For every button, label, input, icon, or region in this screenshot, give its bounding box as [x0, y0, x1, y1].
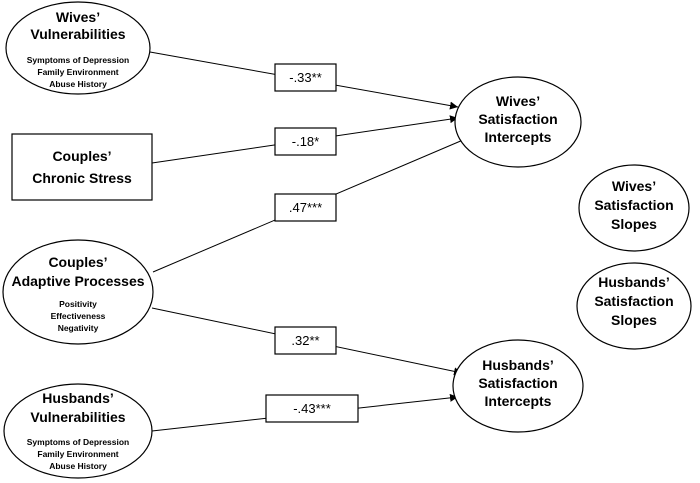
node-title-line: Husbands’ [598, 274, 670, 290]
node-wives-satisfaction-slopes: Wives’ Satisfaction Slopes [578, 164, 690, 252]
node-item: Symptoms of Depression [27, 55, 130, 65]
coef-label: -.33** [289, 70, 322, 85]
node-title-line: Intercepts [485, 129, 552, 145]
node-title-line: Slopes [611, 312, 657, 328]
coef-adaptive-husbands: .32** [274, 326, 337, 355]
coef-wives-vuln: -.33** [274, 63, 337, 92]
coef-label: -.18* [292, 134, 319, 149]
node-couples-chronic-stress: Couples’ Chronic Stress [11, 133, 153, 201]
node-title-line: Couples’ [48, 254, 107, 270]
node-title-line: Intercepts [485, 393, 552, 409]
node-husbands-vulnerabilities: Husbands’ Vulnerabilities Symptoms of De… [3, 383, 153, 479]
node-item: Family Environment [37, 449, 118, 459]
coef-label: .32** [291, 333, 319, 348]
coef-adaptive-wives: .47*** [274, 193, 337, 222]
node-item: Symptoms of Depression [27, 437, 130, 447]
node-title-line: Wives’ [496, 93, 540, 109]
node-title-line: Husbands’ [482, 357, 554, 373]
node-couples-adaptive-processes: Couples’ Adaptive Processes Positivity E… [2, 239, 154, 345]
node-item: Family Environment [37, 67, 118, 77]
node-husbands-satisfaction-slopes: Husbands’ Satisfaction Slopes [576, 262, 692, 350]
node-title-line: Satisfaction [594, 293, 673, 309]
node-title-line: Vulnerabilities [30, 409, 125, 425]
node-title-line: Wives’ [612, 178, 656, 194]
coef-husbands-vuln: -.43*** [265, 394, 359, 423]
node-title-line: Satisfaction [594, 197, 673, 213]
coef-label: .47*** [289, 200, 322, 215]
node-wives-vulnerabilities: Wives’ Vulnerabilities Symptoms of Depre… [5, 1, 151, 95]
edges [149, 51, 471, 432]
node-item: Negativity [58, 323, 99, 333]
node-item: Effectiveness [51, 311, 106, 321]
node-title-line: Husbands’ [42, 390, 114, 406]
node-item: Abuse History [49, 79, 107, 89]
node-item: Positivity [59, 299, 97, 309]
node-title-line: Satisfaction [478, 111, 557, 127]
node-title-line: Couples’ [52, 148, 111, 164]
node-husbands-satisfaction-intercepts: Husbands’ Satisfaction Intercepts [452, 339, 584, 433]
node-title-line: Wives’ [56, 9, 100, 25]
node-title-line: Slopes [611, 216, 657, 232]
coef-chronic-stress: -.18* [274, 127, 337, 156]
node-title-line: Vulnerabilities [30, 26, 125, 42]
node-wives-satisfaction-intercepts: Wives’ Satisfaction Intercepts [454, 76, 582, 168]
node-item: Abuse History [49, 461, 107, 471]
node-title-line: Chronic Stress [32, 170, 132, 186]
node-title-line: Adaptive Processes [11, 273, 144, 289]
node-title-line: Satisfaction [478, 375, 557, 391]
coef-label: -.43*** [293, 401, 331, 416]
